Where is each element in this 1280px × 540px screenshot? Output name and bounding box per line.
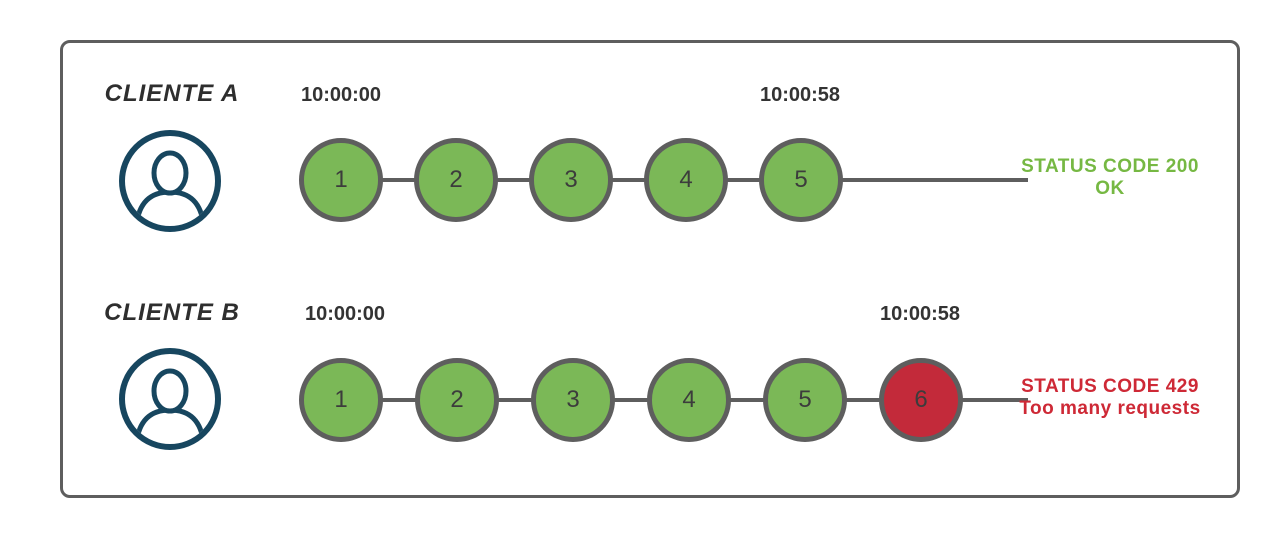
request-circle-4: 4 [647,358,731,442]
diagram-frame [60,40,1240,498]
request-circle-1: 1 [299,358,383,442]
request-circle-5: 5 [763,358,847,442]
user-avatar-icon [119,130,221,232]
client-a-end-time: 10:00:58 [759,84,841,106]
request-circle-5: 5 [759,138,843,222]
client-a-status-code: STATUS CODE 200 [1021,156,1199,177]
request-circle-3: 3 [531,358,615,442]
request-circle-4: 4 [644,138,728,222]
user-avatar-icon [119,348,221,450]
request-circle-2: 2 [415,358,499,442]
request-circle-6: 6 [879,358,963,442]
client-a-status-message: OK [1095,178,1125,199]
client-b-status: STATUS CODE 429 Too many requests [1000,376,1220,420]
request-circle-2: 2 [414,138,498,222]
request-circle-3: 3 [529,138,613,222]
client-b-start-time: 10:00:00 [304,303,386,325]
client-b-end-time: 10:00:58 [879,303,961,325]
client-a-status: STATUS CODE 200 OK [1000,156,1220,200]
client-a-label: CLIENTE A [104,80,240,107]
request-circle-1: 1 [299,138,383,222]
client-a-start-time: 10:00:00 [300,84,382,106]
client-b-status-code: STATUS CODE 429 [1021,376,1199,397]
client-b-status-message: Too many requests [1019,398,1201,419]
client-b-label: CLIENTE B [104,299,240,326]
